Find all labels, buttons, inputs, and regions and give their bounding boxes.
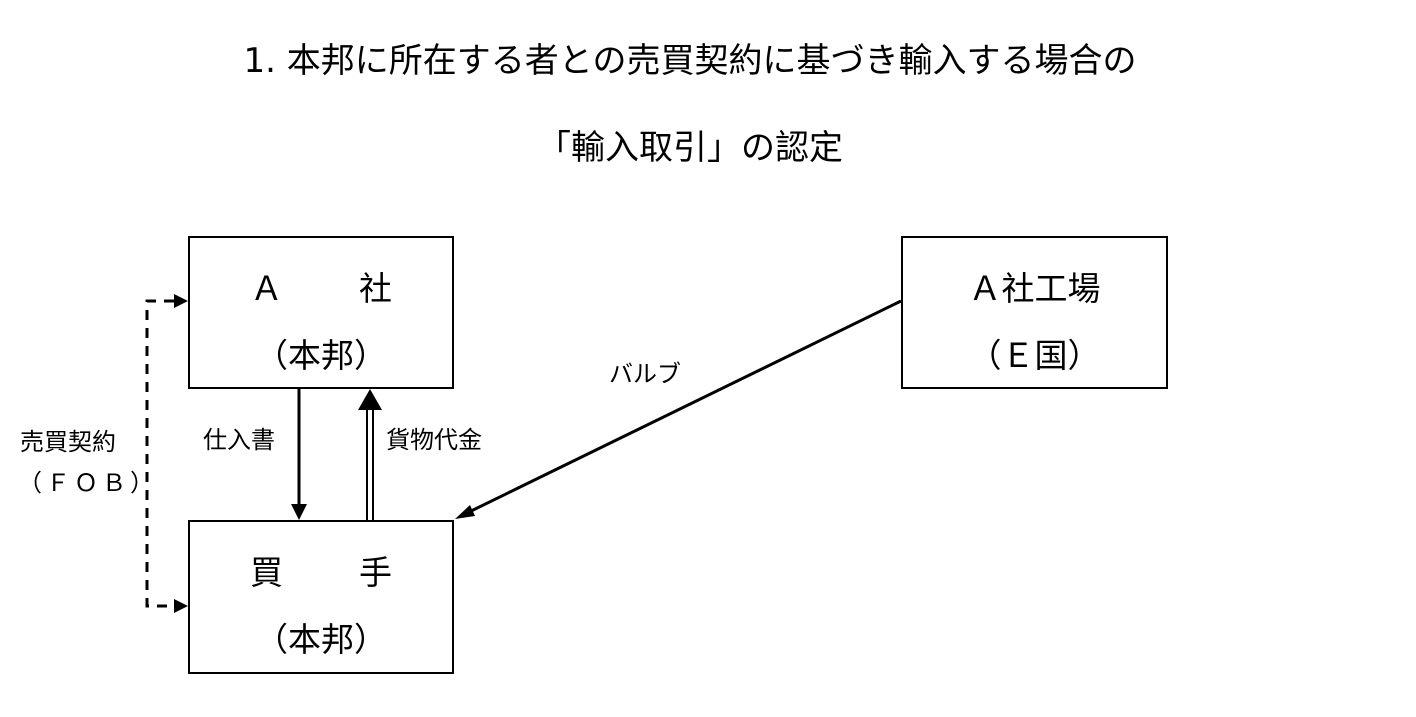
contract-arrow-to-buyer [174, 599, 188, 613]
factory-name: Ａ社工場 [968, 269, 1101, 308]
goods-label: バルブ [609, 360, 681, 388]
factory-box: Ａ社工場 （Ｅ国） [901, 236, 1168, 389]
buyer-box: 買手 （本邦） [188, 520, 454, 674]
factory-location: （Ｅ国） [968, 336, 1101, 375]
buyer-name-second: 手 [359, 553, 392, 592]
company-a-name-second: 社 [359, 269, 392, 308]
company-a-location: （本邦） [255, 336, 387, 375]
contract-arrow-to-company-a [174, 294, 188, 308]
diagram-title-line-1: 1. 本邦に所在する者との売買契約に基づき輸入する場合の [243, 41, 1137, 81]
goods-arrow [455, 299, 902, 519]
payment-label: 貨物代金 [386, 426, 482, 454]
buyer-name: 買手 [190, 556, 452, 589]
payment-arrow [358, 389, 382, 520]
buyer-location: （本邦） [255, 620, 387, 659]
company-a-name-first: Ａ [250, 269, 283, 308]
contract-label-line-2: （ＦＯＢ） [18, 469, 158, 497]
buyer-name-first: 買 [250, 553, 283, 592]
invoice-arrow [291, 389, 307, 520]
invoice-label: 仕入書 [203, 426, 275, 454]
contract-dashed-bracket [145, 294, 188, 613]
contract-label-line-1: 売買契約 [20, 428, 116, 456]
diagram-title-line-2: 「輸入取引」の認定 [537, 128, 843, 168]
